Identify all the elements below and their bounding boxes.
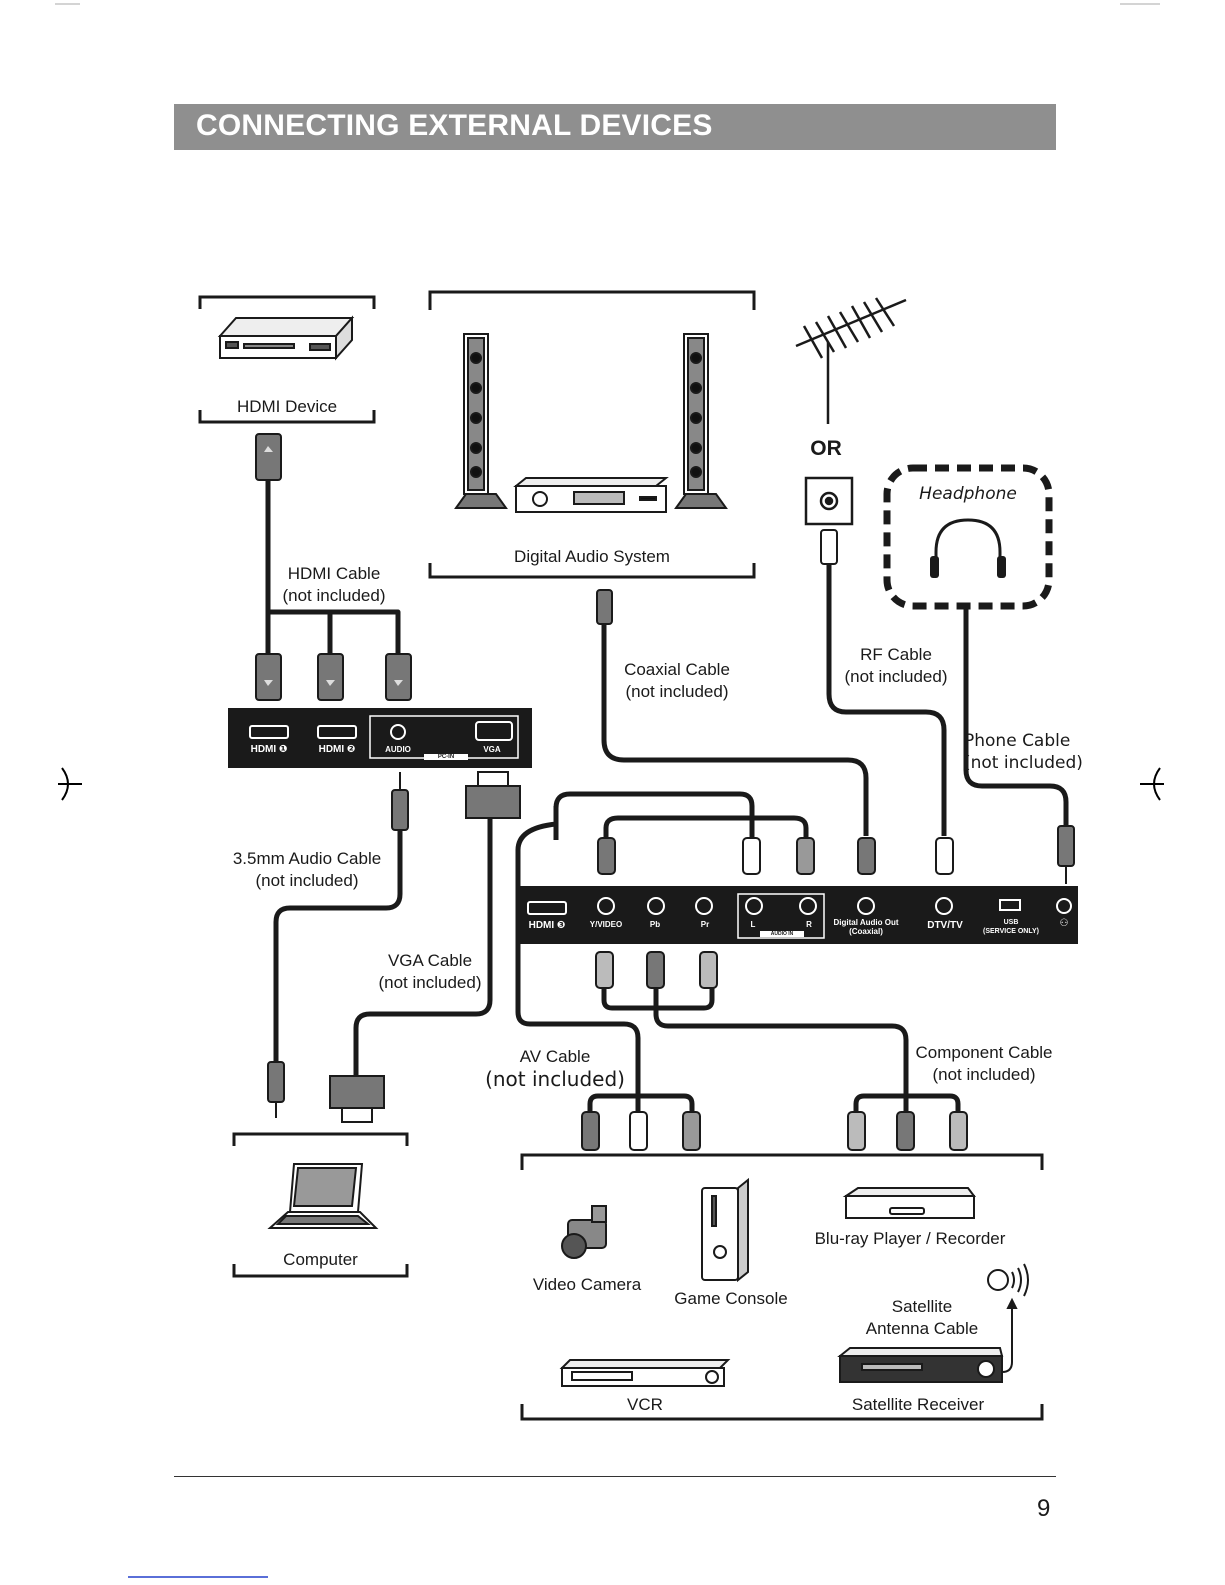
rf-cable-note: (not included)	[844, 667, 948, 686]
plugs	[255, 433, 1075, 1151]
port-vga-label: VGA	[483, 745, 501, 754]
port-audio-label: AUDIO	[385, 745, 411, 754]
hdmi-cable-name: HDMI Cable	[287, 564, 381, 583]
port-l-label: L	[750, 920, 756, 929]
component-cable-label: Component Cable (not included)	[904, 1042, 1064, 1086]
vga-cable-note: (not included)	[378, 973, 482, 992]
component-cable-name: Component Cable	[915, 1043, 1053, 1062]
bluray-illustration	[842, 1187, 976, 1219]
port-usb-line2: (SERVICE ONLY)	[982, 928, 1039, 935]
bottom-link-bar	[128, 1576, 268, 1578]
video-camera-illustration	[561, 1205, 607, 1259]
phone-cable-note: (not included)	[964, 753, 1083, 773]
antenna-illustration	[795, 297, 907, 424]
hdmi-device-illustration	[217, 315, 355, 361]
computer-label: Computer	[283, 1250, 358, 1269]
rf-cable-label: RF Cable (not included)	[826, 644, 966, 688]
hdmi-device-label: HDMI Device	[236, 397, 338, 416]
port-hdmi3-label: HDMI ❸	[528, 920, 566, 931]
port-digital-audio-out-label: Digital Audio Out (Coaxial)	[826, 918, 906, 936]
phone-cable-label: Phone Cable (not included)	[964, 730, 1100, 774]
game-console-illustration	[701, 1177, 749, 1283]
port-pr-label: Pr	[700, 920, 710, 929]
satellite-antenna-line1: Satellite	[891, 1297, 953, 1316]
page-number: 9	[1037, 1495, 1051, 1522]
av-cable-name: AV Cable	[519, 1047, 591, 1066]
av-cable-note: (not included)	[485, 1067, 625, 1091]
headphone-icon	[934, 518, 1002, 572]
game-console-label: Game Console	[674, 1289, 788, 1308]
component-cable-note: (not included)	[932, 1065, 1036, 1084]
bluray-label: Blu-ray Player / Recorder	[814, 1229, 1006, 1248]
satellite-receiver-illustration	[837, 1347, 1004, 1383]
vga-cable-name: VGA Cable	[387, 951, 473, 970]
or-label: OR	[810, 437, 842, 460]
digital-audio-system-illustration	[454, 333, 728, 513]
video-camera-label: Video Camera	[532, 1275, 642, 1294]
coaxial-cable-note: (not included)	[625, 682, 729, 701]
audio-cable-note: (not included)	[255, 871, 359, 890]
headphone-label: Headphone	[919, 484, 1017, 504]
port-dtv-tv-label: DTV/TV	[927, 920, 963, 931]
satellite-dish-icon	[987, 1263, 1029, 1373]
port-digital-audio-out-line2: (Coaxial)	[849, 927, 883, 936]
phone-cable-name: Phone Cable	[964, 731, 1071, 751]
audio-cable-name: 3.5mm Audio Cable	[232, 849, 382, 868]
port-pcin-label: PC-IN	[424, 754, 468, 760]
port-digital-audio-out-line1: Digital Audio Out	[833, 918, 899, 927]
vcr-label: VCR	[627, 1395, 663, 1414]
satellite-receiver-label: Satellite Receiver	[851, 1395, 985, 1414]
tv-side-panel	[228, 708, 532, 768]
port-audio-in-label: AUDIO IN	[760, 931, 804, 937]
satellite-antenna-cable-label: Satellite Antenna Cable	[852, 1296, 992, 1340]
port-usb-line1: USB	[1003, 919, 1019, 926]
port-r-label: R	[806, 920, 812, 929]
port-hdmi2-label: HDMI ❷	[318, 744, 356, 755]
cables	[265, 478, 1069, 1114]
port-pb-label: Pb	[649, 920, 661, 929]
satellite-antenna-line2: Antenna Cable	[865, 1319, 979, 1338]
computer-illustration	[267, 1163, 379, 1229]
port-usb-label: USB (SERVICE ONLY)	[972, 918, 1050, 936]
av-cable-label: AV Cable (not included)	[480, 1046, 630, 1090]
rf-cable-name: RF Cable	[860, 645, 932, 664]
hdmi-cable-note: (not included)	[282, 586, 386, 605]
brackets	[198, 290, 1044, 1421]
coaxial-cable-label: Coaxial Cable (not included)	[606, 659, 748, 703]
footer-rule	[174, 1476, 1056, 1477]
headphone-jack-icon: ⚇	[1059, 918, 1069, 929]
vga-cable-label: VGA Cable (not included)	[360, 950, 500, 994]
vcr-illustration	[559, 1359, 731, 1387]
port-hdmi1-label: HDMI ❶	[250, 744, 288, 755]
header-band	[174, 104, 1056, 150]
registration-mark-right	[1140, 767, 1164, 801]
hdmi-cable-label: HDMI Cable (not included)	[264, 563, 404, 607]
page-title: CONNECTING EXTERNAL DEVICES	[196, 109, 713, 142]
rf-wall-outlet	[804, 476, 854, 526]
port-yvideo-label: Y/VIDEO	[589, 920, 623, 929]
audio-cable-label: 3.5mm Audio Cable (not included)	[220, 848, 394, 892]
registration-mark-left	[58, 767, 82, 801]
coaxial-cable-name: Coaxial Cable	[624, 660, 730, 679]
digital-audio-system-label: Digital Audio System	[514, 547, 670, 566]
